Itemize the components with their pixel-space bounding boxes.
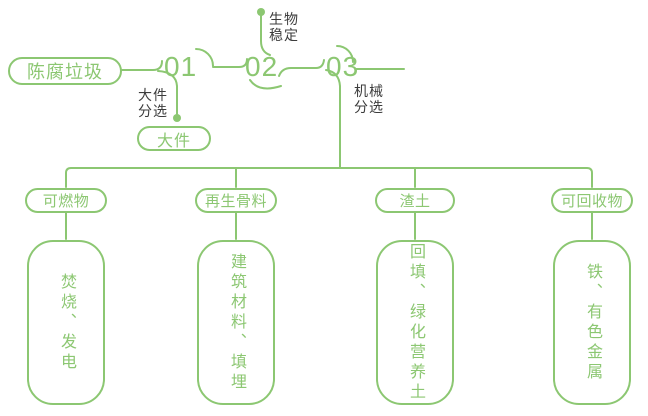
main-line-segment-3 [278,59,325,77]
category-node-slag-soil: 渣土 [375,188,455,213]
category-node-combustible: 可燃物 [25,188,107,213]
category-label: 可回收物 [560,193,623,210]
disposal-label: 建筑材料、填埋 [228,252,245,393]
step-label-bio-stabilization: 生物 稳定 [269,11,299,43]
bio-endpoint-dot [257,8,265,16]
disposal-label: 回填、绿化营养土 [407,242,424,403]
branch-line-bulky [157,70,178,115]
swash-arc-01 [195,48,214,67]
disposal-node-backfill: 回填、绿化营养土 [376,240,454,405]
branch-line-mechanical [325,69,341,169]
category-label: 再生骨料 [204,193,267,210]
category-label: 渣土 [399,193,431,210]
disposal-label: 铁、有色金属 [584,262,601,383]
bulky-output-label: 大件 [156,132,191,150]
disposal-node-metals: 铁、有色金属 [553,240,631,405]
step-label-mechanical-sorting: 机械 分选 [354,83,384,115]
step-number-03: 03 [326,51,360,82]
branch-line-bio [260,14,271,56]
step-label-bulky-sorting: 大件 分选 [138,87,168,119]
disposal-label: 焚烧、发电 [58,272,75,373]
category-label: 可燃物 [42,193,90,210]
bulky-endpoint-dot [173,114,181,122]
branch-spine [65,167,593,188]
disposal-node-incineration: 焚烧、发电 [27,240,105,405]
main-line-segment-2 [212,58,248,68]
disposal-node-building-material: 建筑材料、填埋 [197,240,275,405]
source-node: 陈腐垃圾 [8,57,122,85]
main-line-segment-1 [121,60,163,71]
category-node-recyclable: 可回收物 [551,188,633,213]
step-number-01: 01 [164,51,198,82]
category-node-recycled-aggregate: 再生骨料 [195,188,277,213]
bulky-output-node: 大件 [137,126,211,151]
source-label: 陈腐垃圾 [27,62,103,82]
swash-arc-02 [249,79,282,90]
swash-arc-03 [336,45,354,63]
step-number-02: 02 [245,51,279,82]
